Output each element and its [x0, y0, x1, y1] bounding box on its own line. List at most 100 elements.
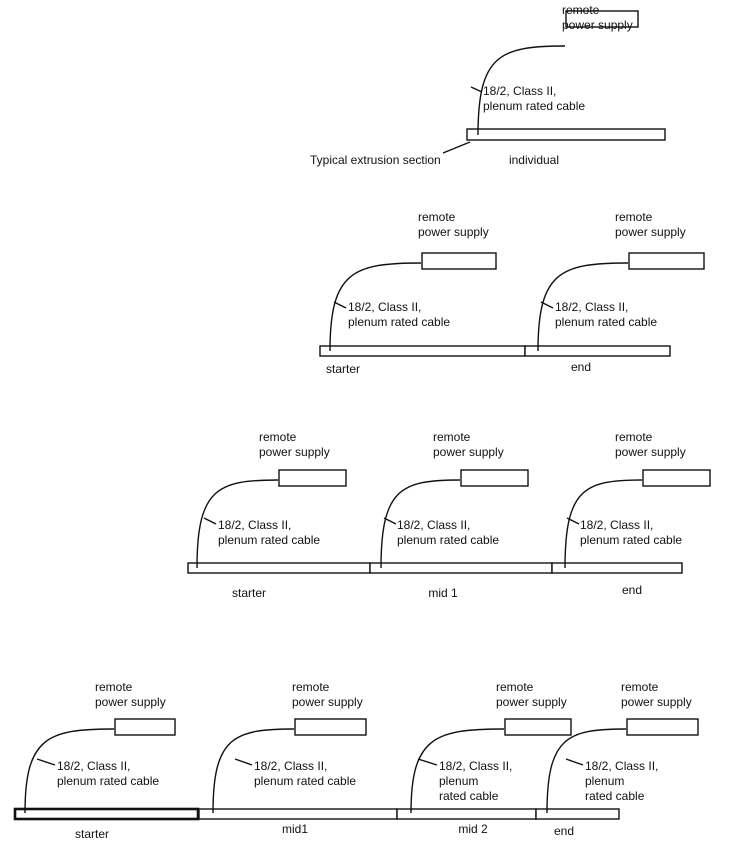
power-supply-label-line: remote	[621, 680, 659, 694]
cable-label-line: plenum rated cable	[555, 315, 657, 329]
cable-line	[212, 728, 295, 814]
power-supply-box	[565, 10, 639, 28]
extrusion-section	[198, 808, 398, 820]
cable-leader-line	[540, 301, 554, 309]
cable-line	[477, 45, 566, 136]
extrusion-section	[466, 128, 666, 141]
cable-label: 18/2, Class II,plenum rated cable	[57, 759, 159, 788]
power-supply-label-line: power supply	[615, 225, 686, 239]
cable-label-line: plenum rated cable	[57, 774, 159, 788]
cable-label-line: plenum rated cable	[254, 774, 356, 788]
cable-leader-line	[417, 758, 438, 766]
power-supply-label-line: remote	[615, 210, 653, 224]
cable-leader-line	[565, 758, 584, 766]
power-supply-label-line: power supply	[292, 695, 363, 709]
cable-label-line: plenum rated cable	[483, 99, 585, 113]
cable-label-line: 18/2, Class II,	[57, 759, 130, 773]
cable-leader-line	[333, 301, 347, 309]
extrusion-section	[524, 345, 671, 357]
cable-label-line: plenum rated cable	[397, 533, 499, 547]
cable-label: 18/2, Class II,plenum rated cable	[483, 84, 585, 113]
power-supply-box	[460, 469, 529, 487]
power-supply-label-line: remote	[615, 430, 653, 444]
power-supply-label-line: power supply	[562, 18, 633, 32]
power-supply-label-line: power supply	[496, 695, 567, 709]
section-label: mid 2	[458, 822, 488, 836]
extrusion-section	[13, 807, 200, 821]
power-supply-box	[421, 252, 497, 270]
cable-label-line: 18/2, Class II,	[348, 300, 421, 314]
section-label: mid 1	[428, 586, 458, 600]
section-label: mid1	[282, 822, 308, 836]
cable-label-line: 18/2, Class II,	[439, 759, 512, 773]
power-supply-box	[294, 718, 367, 736]
extrusion-section	[187, 562, 371, 574]
power-supply-label-line: remote	[292, 680, 330, 694]
cable-label-line: 18/2, Class II,	[483, 84, 556, 98]
cable-line	[537, 262, 629, 352]
power-supply-box	[626, 718, 699, 736]
section-label: end	[571, 360, 591, 374]
cable-line	[410, 728, 505, 814]
section-label: starter	[326, 362, 360, 376]
cable-line	[24, 728, 115, 814]
cable-label: 18/2, Class II,plenum rated cable	[555, 300, 657, 329]
cable-label-line: plenum rated cable	[580, 533, 682, 547]
cable-leader-line	[234, 758, 253, 766]
extrusion-section	[396, 808, 537, 820]
typical-extrusion-leader-line	[442, 141, 471, 154]
extrusion-section	[535, 808, 620, 820]
section-label: individual	[509, 153, 559, 167]
power-supply-label-line: remote	[433, 430, 471, 444]
cable-label: 18/2, Class II,plenum rated cable	[254, 759, 356, 788]
cable-label-line: plenum rated cable	[218, 533, 320, 547]
cable-label-line: 18/2, Class II,	[580, 518, 653, 532]
cable-label-line: 18/2, Class II,	[218, 518, 291, 532]
power-supply-label-line: power supply	[418, 225, 489, 239]
cable-label: 18/2, Class II,plenum rated cable	[348, 300, 450, 329]
cable-line	[546, 728, 627, 814]
power-supply-label-line: power supply	[259, 445, 330, 459]
cable-leader-line	[383, 517, 397, 525]
cable-label-line: 18/2, Class II,	[254, 759, 327, 773]
cable-label: 18/2, Class II,plenum rated cable	[580, 518, 682, 547]
cable-label-line: plenum	[439, 774, 478, 788]
cable-label: 18/2, Class II,plenum rated cable	[218, 518, 320, 547]
power-supply-label-line: remote	[418, 210, 456, 224]
cable-line	[196, 479, 279, 569]
cable-label-line: 18/2, Class II,	[585, 759, 658, 773]
cable-label-line: plenum rated cable	[348, 315, 450, 329]
power-supply-label-line: remote	[562, 3, 600, 17]
section-label: starter	[232, 586, 266, 600]
extrusion-section	[369, 562, 553, 574]
cable-label-line: 18/2, Class II,	[555, 300, 628, 314]
extrusion-section	[551, 562, 683, 574]
power-supply-box	[628, 252, 705, 270]
section-label: end	[622, 583, 642, 597]
extrusion-section	[319, 345, 526, 357]
cable-line	[564, 479, 643, 569]
power-supply-box	[504, 718, 572, 736]
typical-extrusion-label: Typical extrusion section	[310, 153, 441, 167]
section-label: starter	[75, 827, 109, 841]
power-supply-label-line: remote	[259, 430, 297, 444]
power-supply-label-line: power supply	[615, 445, 686, 459]
